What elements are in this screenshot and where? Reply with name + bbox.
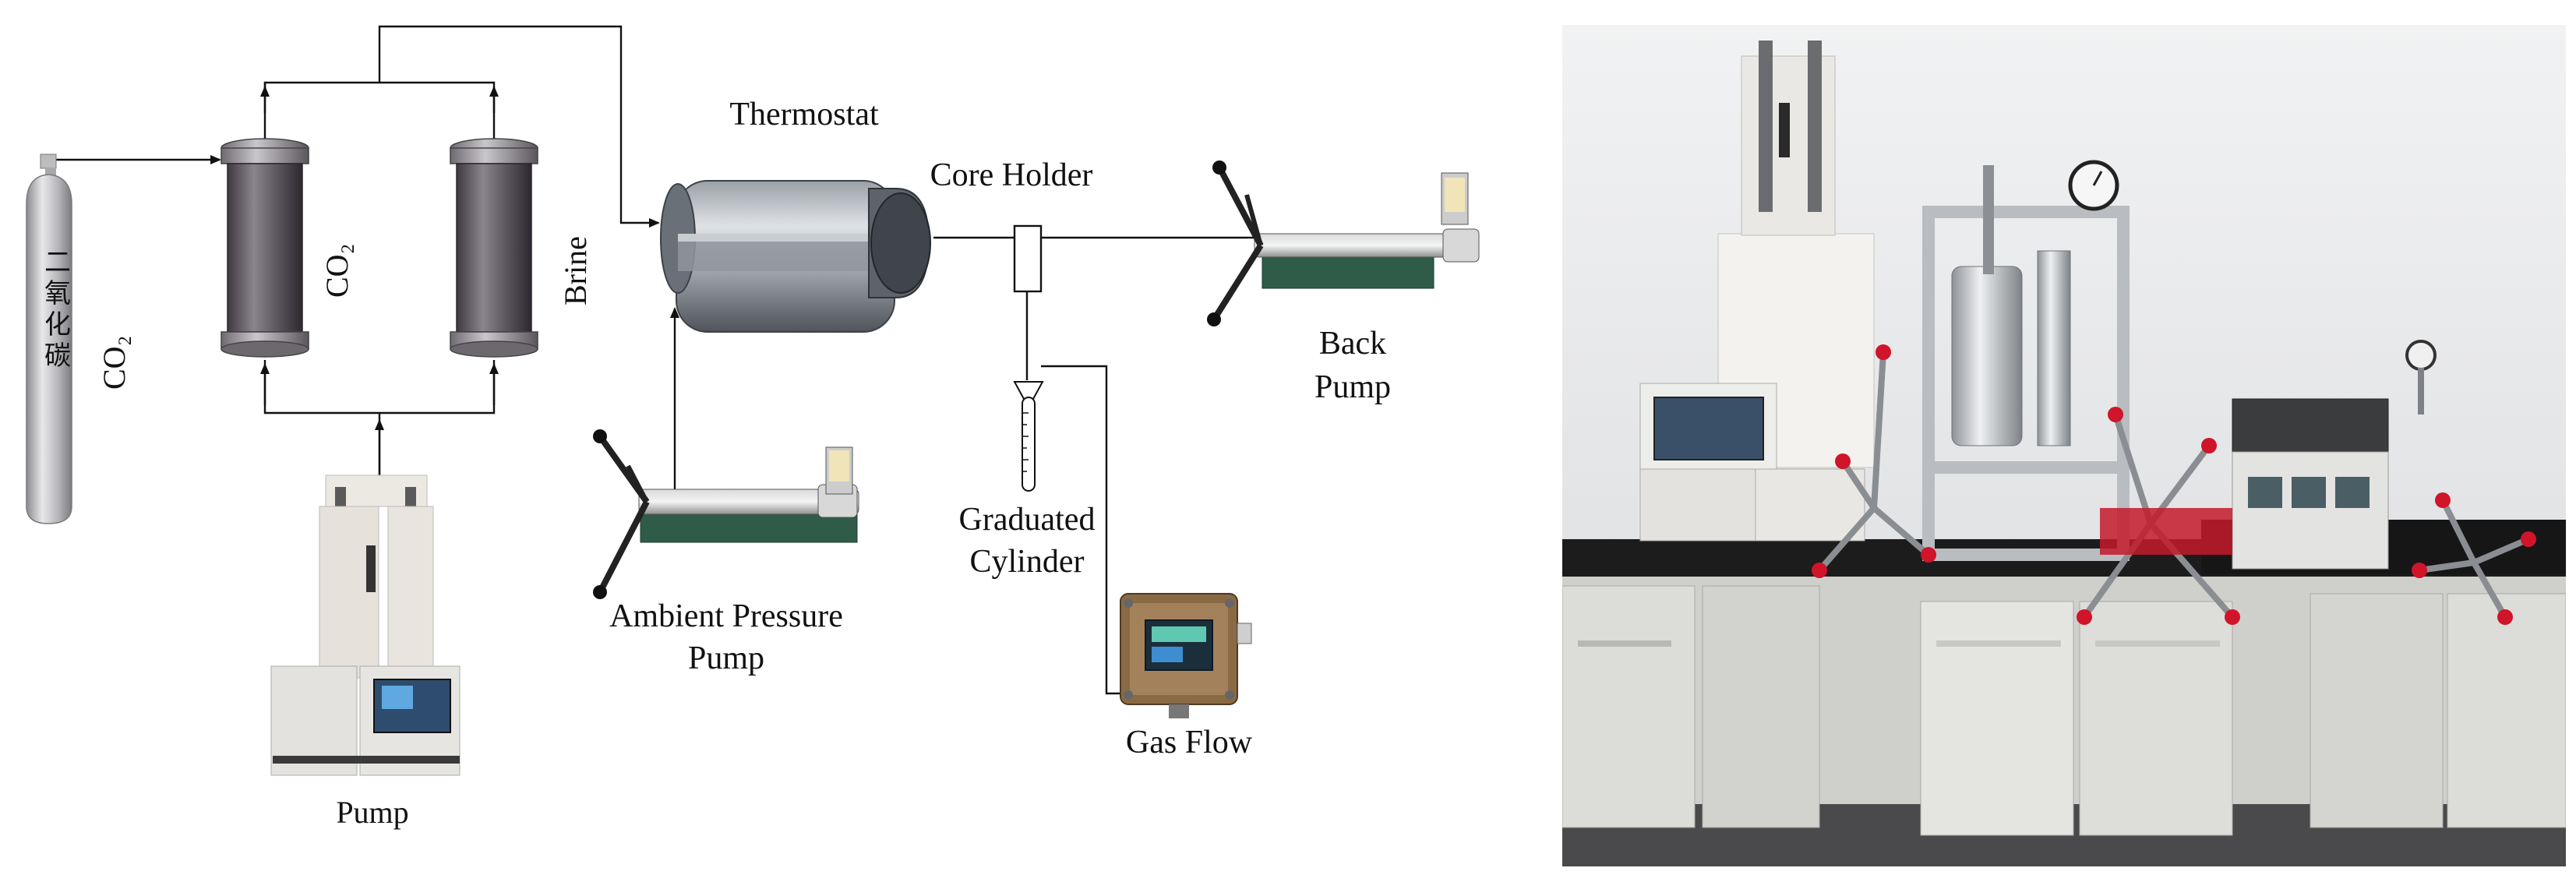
ambient-pressure-pump — [593, 429, 859, 599]
red-mount-plate — [2100, 508, 2232, 555]
flow-lines — [48, 25, 1256, 695]
ambient-pump-label-1: Ambient Pressure — [609, 598, 843, 634]
back-pump-label-2: Pump — [1314, 369, 1391, 405]
separator-box — [1013, 224, 1043, 293]
co2-tank-label: CO₂ — [97, 335, 132, 390]
hand-pumps — [1812, 344, 2536, 625]
ambient-pump-label-2: Pump — [688, 640, 764, 676]
left-pump-unit — [1639, 41, 1875, 542]
lab-bench-cabinets — [1562, 570, 2566, 836]
co2-vessel-label: CO₂ — [319, 243, 355, 298]
central-vessel-frame — [1922, 160, 2130, 561]
gas-flow-label: Gas Flow — [1126, 725, 1253, 760]
schematic-diagram: 二氧化碳 CO₂ CO₂ Brine Pump — [26, 25, 1480, 830]
graduated-cylinder-label-1: Graduated — [959, 502, 1096, 538]
thermostat-label: Thermostat — [729, 97, 879, 132]
pump-label: Pump — [336, 795, 408, 830]
syringe-pump-unit — [270, 475, 461, 776]
graduated-cylinder-label-2: Cylinder — [970, 544, 1085, 580]
right-instrument-unit — [2232, 340, 2437, 570]
graduated-cylinder — [1013, 381, 1044, 492]
laboratory-photo — [1562, 25, 2566, 866]
back-pump-label-1: Back — [1319, 326, 1386, 362]
thermostat-core-holder — [660, 180, 931, 333]
co2-gas-cylinder: 二氧化碳 — [26, 153, 72, 524]
cylinder-chinese-text: 二氧化碳 — [41, 248, 71, 372]
co2-vessel — [221, 138, 309, 358]
brine-vessel — [450, 138, 538, 358]
core-holder-label: Core Holder — [930, 157, 1093, 193]
gas-flow-meter — [1120, 593, 1252, 718]
brine-label: Brine — [558, 236, 593, 305]
back-pump — [1207, 161, 1480, 326]
